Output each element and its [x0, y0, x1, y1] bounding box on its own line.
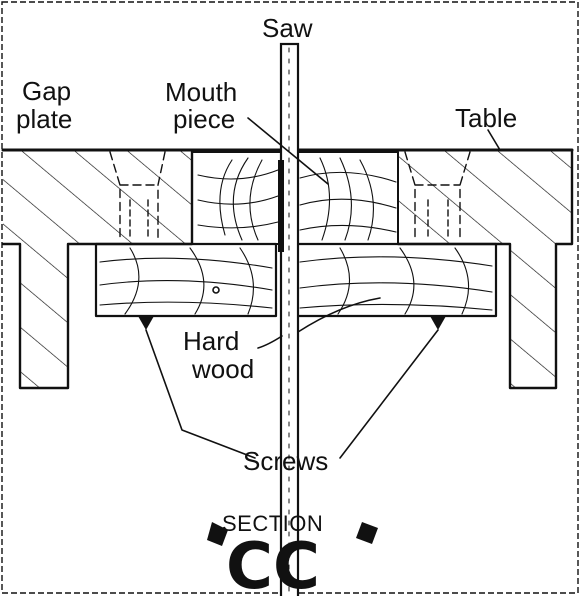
mouth-piece-label-line1: Mouth [165, 77, 237, 107]
saw-blade [278, 42, 300, 596]
section-title: SECTION [222, 511, 323, 536]
section-code: CC [226, 530, 320, 596]
hard-wood-label-line1: Hard [183, 326, 239, 356]
gap-plate-casting-left [1, 148, 194, 390]
section-mark-left [207, 522, 228, 546]
saw-label: Saw [262, 13, 313, 43]
mouth-piece-label-line2: piece [173, 104, 235, 134]
leader-screws [145, 329, 439, 459]
table-label: Table [455, 103, 517, 133]
gap-plate-label-line2: plate [16, 104, 72, 134]
hard-wood-label-line2: wood [191, 354, 254, 384]
screws-label: Screws [243, 446, 328, 476]
screw-right [430, 316, 446, 330]
screw-left [138, 316, 154, 330]
table-casting-right [396, 148, 574, 390]
gap-plate-label-line1: Gap [22, 76, 71, 106]
hard-wood-block [94, 242, 498, 318]
leader-hard-wood [257, 297, 381, 349]
section-mark-right [356, 522, 378, 544]
leader-table [487, 129, 501, 151]
leader-mouth-piece [247, 117, 329, 185]
